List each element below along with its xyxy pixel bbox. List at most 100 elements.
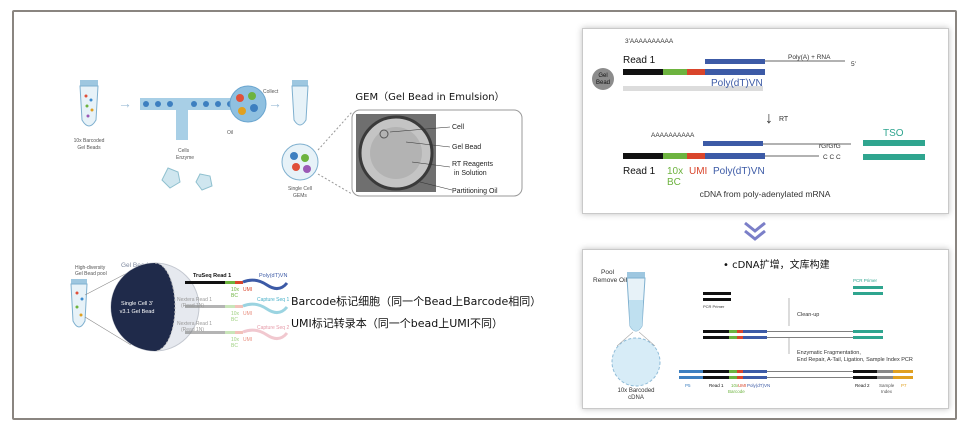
gem-generation-diagram: 10x Barcoded Gel Beads → Oil Cells Enzym… xyxy=(74,80,523,199)
tenx-label: 10x xyxy=(667,166,683,177)
polya-top: 3'AAAAAAAAAA xyxy=(625,38,674,45)
barcoded-gel-bead-tube-icon xyxy=(79,80,99,127)
gel-bead-title: Gel Bead xyxy=(121,262,148,269)
oligo-strand-top xyxy=(623,69,765,91)
rt-diagram: 3'AAAAAAAAAA Read 1 Poly(A) + RNA 5' Gel… xyxy=(592,38,925,199)
tso-segment-1 xyxy=(863,140,925,146)
cdna-amplified-strands xyxy=(703,330,883,339)
rt-panel: 3'AAAAAAAAAA Read 1 Poly(A) + RNA 5' Gel… xyxy=(582,28,949,214)
bc-label-2: BC xyxy=(231,317,238,323)
p7-label: P7 xyxy=(901,383,907,388)
polydt-label-top: Poly(dT)VN xyxy=(711,78,763,89)
frag-label-1: Enzymatic Fragmentation, xyxy=(797,350,861,356)
nextera-1a-label: Nextera Read 1 xyxy=(177,297,212,303)
pcr-primer-right-bar-2 xyxy=(853,292,883,295)
gems-label: GEMs xyxy=(293,193,307,199)
gem-generation-panel: 10x Barcoded Gel Beads → Oil Cells Enzym… xyxy=(60,70,530,200)
single-cell-label: Single Cell xyxy=(288,186,312,192)
tube-label-2: Gel Beads xyxy=(77,145,101,151)
frag-label-2: End Repair, A-Tail, Ligation, Sample Ind… xyxy=(797,357,913,363)
oligo-nextera-1 xyxy=(185,302,289,314)
gel-bead-icon xyxy=(370,127,422,179)
gel-bead-diagram: High-diversity Gel Bead pool Gel Bead Si… xyxy=(70,262,541,352)
gem-tube-icon xyxy=(281,80,319,181)
zoom-line-2 xyxy=(317,173,353,195)
library-panel: • cDNA扩增，文库构建 Pool Remove Oil 10x Barcod… xyxy=(582,249,949,409)
polya-bottom: AAAAAAAAAA xyxy=(651,132,695,139)
polydt-label-bottom: Poly(dT)VN xyxy=(713,166,765,177)
bead-label: Bead xyxy=(596,80,610,86)
rt-arrow-icon: ↓ xyxy=(765,110,773,127)
polydt-lib-label: Poly(dT)VN xyxy=(747,383,770,388)
cleanup-label: Clean-up xyxy=(797,312,819,318)
umi-label-2: UMI xyxy=(243,311,252,317)
gel-bead-pool-tube-icon xyxy=(70,279,88,328)
five-prime-label: 5' xyxy=(851,61,856,68)
collect-label: Collect xyxy=(263,89,279,95)
gel-bead-panel: High-diversity Gel Bead pool Gel Bead Si… xyxy=(55,255,575,355)
truseq-label: TruSeq Read 1 xyxy=(193,273,231,279)
barcoded-cdna-label-2: cDNA xyxy=(628,395,644,401)
cell-1-icon xyxy=(161,167,181,189)
pool-label-1: High-diversity xyxy=(75,265,106,271)
tenx-label-1: 10x xyxy=(231,287,240,293)
pooled-tube-icon xyxy=(611,272,661,387)
oil-label: Oil xyxy=(227,130,233,136)
gem-oil-label: Partitioning Oil xyxy=(452,188,498,195)
arrow-1-icon: → xyxy=(118,95,132,111)
barcoded-cdna-label-1: 10x Barcoded xyxy=(617,388,654,394)
rt-caption: cDNA from poly-adenylated mRNA xyxy=(700,189,831,199)
nextera-2a-label: Nextera Read 1 xyxy=(177,321,212,327)
oligo-nextera-2 xyxy=(185,328,289,340)
gem-gelbead-label: Gel Bead xyxy=(452,144,481,151)
capture-2-label: Capture Seq 2 xyxy=(257,325,289,331)
read1-lib-label: Read 1 xyxy=(709,383,724,388)
polya-rna-label: Poly(A) + RNA xyxy=(788,54,831,61)
bc-label-1: BC xyxy=(231,293,238,299)
tenx-lib-label: 10x xyxy=(731,383,739,388)
final-library-strands xyxy=(679,370,913,379)
polydt-label: Poly(dT)VN xyxy=(259,273,287,279)
gel-label: Gel xyxy=(598,73,607,79)
gem-title: GEM（Gel Bead in Emulsion） xyxy=(355,91,504,103)
chevron-down-icon xyxy=(744,221,766,241)
umi-label-3: UMI xyxy=(243,337,252,343)
barcode-lib-label: Barcode xyxy=(728,389,745,394)
sample-index-label-1: Sample xyxy=(879,383,895,388)
zoom-line-1 xyxy=(317,111,353,151)
pcr-primer-left-bar-2 xyxy=(703,298,731,301)
nextera-2b-label: (Read 1N) xyxy=(181,327,204,333)
read1-label: Read 1 xyxy=(623,55,656,66)
polyt-top-segment xyxy=(705,59,765,64)
cell-2-icon xyxy=(195,173,213,191)
cell-icon xyxy=(379,129,389,139)
bc-label: BC xyxy=(667,177,681,188)
umi-lib-label: UMI xyxy=(738,383,746,388)
single-cell-bead-1: Single Cell 3' xyxy=(121,301,153,307)
pcr-primer-right-bar xyxy=(853,286,883,289)
nextera-1b-label: (Read 1N) xyxy=(181,303,204,309)
pcr-primer-right-label: PCR Primer xyxy=(853,278,878,283)
pcr-primer-left-bar xyxy=(703,292,731,295)
oligo-truseq xyxy=(185,278,289,290)
gem-cell-label: Cell xyxy=(452,124,465,131)
outer-frame xyxy=(12,10,957,420)
library-title: • cDNA扩增，文库构建 xyxy=(723,258,830,271)
remove-oil-label: Remove Oil xyxy=(593,277,628,284)
umi-note: UMI标记转录本（同一个bead上UMI不同） xyxy=(291,316,503,330)
gem-rt-label-2: in Solution xyxy=(454,170,487,177)
polyt-bottom-segment xyxy=(703,141,763,146)
microfluidic-channel xyxy=(140,85,267,140)
tso-segment-2 xyxy=(863,154,925,160)
ccc-label: C C C xyxy=(823,154,841,161)
bc-label-3: BC xyxy=(231,343,238,349)
rgrgrg-label: rGrGrG xyxy=(819,143,841,150)
barcode-note: Barcode标记细胞（同一个Bead上Barcode相同） xyxy=(291,294,541,308)
arrow-2-icon: → xyxy=(268,95,282,111)
tenx-label-2: 10x xyxy=(231,311,240,317)
tso-label: TSO xyxy=(883,128,904,139)
cells-label: Cells xyxy=(178,148,190,154)
cdna-strand xyxy=(623,153,819,159)
gel-bead-cross-section-icon xyxy=(110,262,200,352)
gem-rt-label-1: RT Reagents xyxy=(452,161,493,168)
